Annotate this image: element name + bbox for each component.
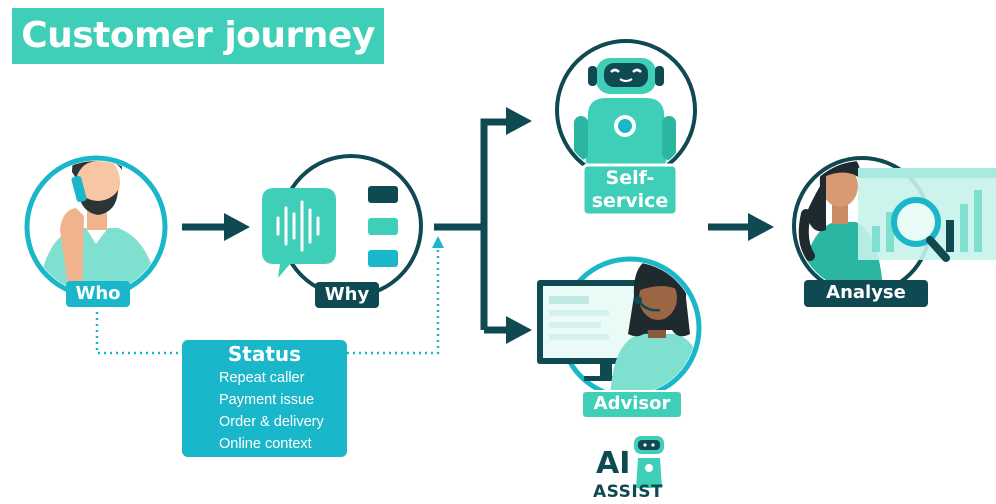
status-item-order-delivery: Order & delivery — [219, 414, 324, 430]
status-item-payment-issue: Payment issue — [219, 392, 315, 408]
self-service-label-line1: Self- — [605, 167, 655, 189]
arrow-who-to-why — [182, 213, 250, 241]
why-label: Why — [324, 284, 370, 305]
advisor-label-pill — [581, 390, 683, 419]
voice-bubble-icon — [262, 188, 336, 278]
who-label-pill — [66, 281, 130, 307]
analyse-label-pill — [804, 280, 928, 307]
waveform-icon — [276, 200, 320, 252]
self-service-node — [555, 39, 697, 181]
self-service-label-pill — [581, 163, 679, 217]
arrow-to-advisor — [506, 316, 532, 344]
status-panel — [182, 340, 347, 457]
ai-assist-assist: ASSIST — [593, 482, 664, 502]
magnifier-icon — [891, 197, 941, 247]
advisor-node — [537, 256, 702, 400]
analyse-node — [792, 156, 996, 296]
self-service-label: Self- service — [583, 167, 677, 213]
analyse-label: Analyse — [826, 282, 906, 303]
ai-assist-logo — [634, 436, 664, 488]
who-label: Who — [75, 283, 121, 304]
page-title: Customer journey — [21, 15, 375, 56]
branch-connector — [434, 118, 510, 334]
status-dotted-connector — [95, 248, 440, 355]
status-title: Status — [227, 342, 302, 366]
arrow-to-analyse — [708, 213, 774, 241]
status-item-repeat-caller: Repeat caller — [219, 370, 305, 386]
title-banner — [12, 8, 384, 64]
why-node — [262, 154, 423, 298]
why-label-pill — [315, 282, 379, 308]
advisor-label: Advisor — [593, 393, 671, 414]
category-block — [368, 250, 398, 267]
arrow-to-self-service — [506, 107, 532, 135]
category-block — [368, 186, 398, 203]
status-arrow-up — [432, 236, 444, 248]
category-block — [368, 218, 398, 235]
who-node — [24, 155, 168, 299]
ai-assist-ai: AI — [596, 446, 631, 481]
self-service-label-line2: service — [591, 190, 669, 212]
status-item-online-context: Online context — [219, 436, 312, 452]
